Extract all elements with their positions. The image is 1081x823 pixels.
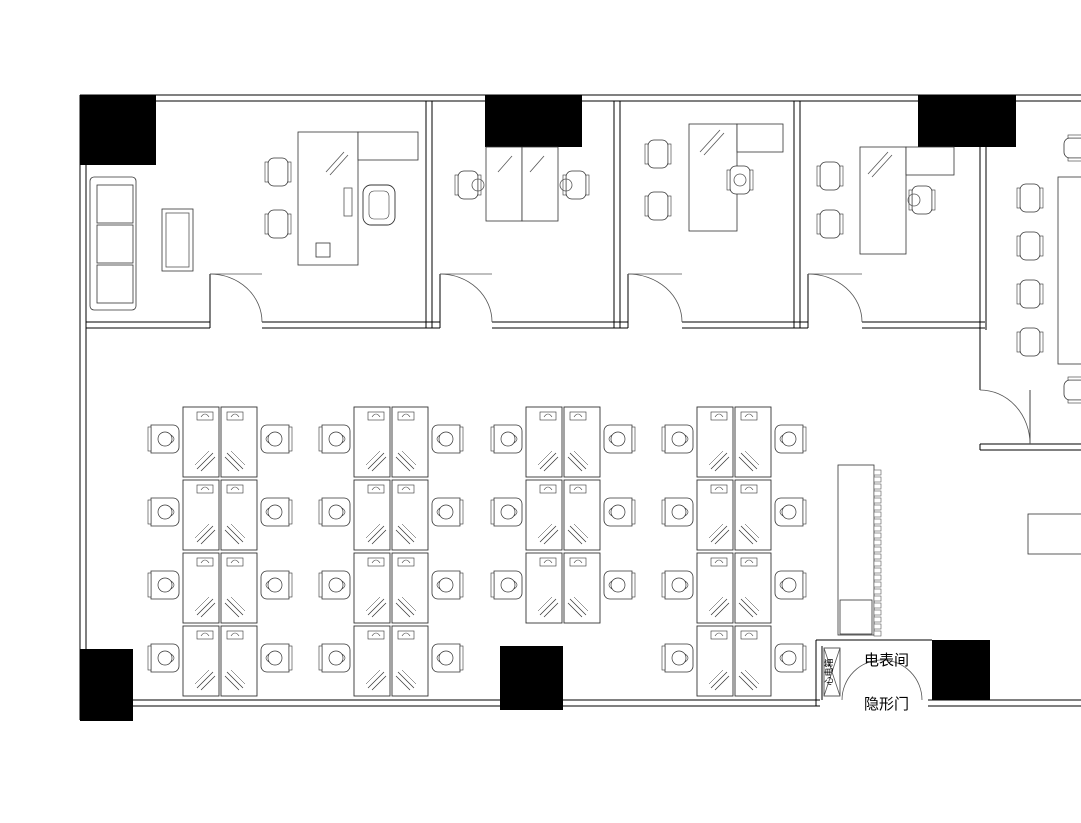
shelf-slot	[873, 490, 882, 497]
shelf-slot	[873, 525, 882, 532]
workstation	[490, 552, 563, 624]
office-room-2	[454, 146, 590, 222]
doors	[209, 273, 1031, 445]
workstation-cluster	[490, 406, 636, 624]
shelf-slot	[873, 616, 882, 623]
shelf-slot	[873, 476, 882, 483]
workstation	[734, 625, 807, 697]
workstation	[734, 479, 807, 551]
shelf-slot	[873, 609, 882, 616]
shelf-slot	[873, 518, 882, 525]
room-partitions	[86, 101, 1081, 451]
shelf-slot	[873, 546, 882, 553]
outer-walls	[79, 94, 1081, 720]
workstation	[661, 552, 734, 624]
open-office-workstations	[147, 406, 807, 697]
workstation	[391, 479, 464, 551]
workstation	[220, 479, 293, 551]
cabinet-label: 心电箱	[823, 658, 835, 685]
workstation	[147, 552, 220, 624]
shelf-slot	[873, 504, 882, 511]
workstation-cluster	[318, 406, 464, 697]
shelf-slot	[873, 532, 882, 539]
shelf-slot	[873, 630, 882, 637]
workstation	[490, 406, 563, 478]
workstation	[318, 552, 391, 624]
workstation	[318, 479, 391, 551]
shelf-slot	[873, 539, 882, 546]
shelf-slot	[873, 623, 882, 630]
storage-cabinet	[837, 464, 882, 637]
workstation	[391, 625, 464, 697]
workstation	[734, 406, 807, 478]
meter-room	[815, 639, 932, 706]
workstation	[661, 479, 734, 551]
workstation	[391, 552, 464, 624]
workstation	[318, 625, 391, 697]
hidden-door-label: 隐形门	[864, 695, 909, 713]
workstation	[147, 479, 220, 551]
workstation	[563, 406, 636, 478]
workstation	[391, 406, 464, 478]
meter-room-label: 电表间	[864, 651, 909, 669]
shelf-slot	[873, 581, 882, 588]
workstation	[147, 625, 220, 697]
workstation	[734, 552, 807, 624]
workstation	[563, 552, 636, 624]
shelf-slot	[873, 553, 882, 560]
shelf-slot	[873, 511, 882, 518]
workstation	[318, 406, 391, 478]
shelf-slot	[873, 497, 882, 504]
office-room-3	[644, 123, 784, 232]
workstation	[490, 479, 563, 551]
workstation	[661, 406, 734, 478]
workstation-cluster	[661, 406, 807, 697]
shelf-slot	[873, 560, 882, 567]
workstation	[563, 479, 636, 551]
reception-counter	[1027, 513, 1081, 555]
shelf-slot	[873, 483, 882, 490]
workstation	[220, 406, 293, 478]
meeting-room	[1016, 134, 1081, 404]
workstation	[147, 406, 220, 478]
workstation-cluster	[147, 406, 293, 697]
shelf-slot	[873, 469, 882, 476]
structural-columns	[80, 95, 1016, 721]
shelf-slot	[873, 602, 882, 609]
workstation	[661, 625, 734, 697]
shelf-slot	[873, 567, 882, 574]
office-room-4	[816, 146, 955, 255]
shelf-slot	[873, 588, 882, 595]
workstation	[220, 625, 293, 697]
shelf-slot	[873, 595, 882, 602]
executive-office	[89, 131, 419, 311]
workstation	[220, 552, 293, 624]
shelf-slot	[873, 574, 882, 581]
